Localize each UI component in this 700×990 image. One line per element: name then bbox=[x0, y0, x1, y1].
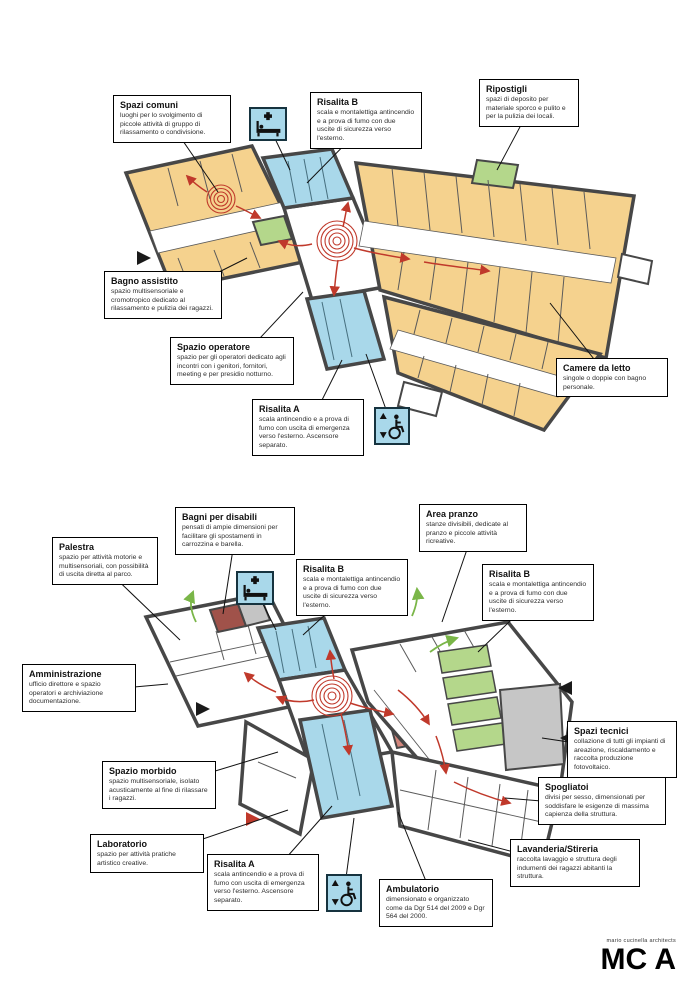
studio-name: mario cucinella architects bbox=[606, 938, 676, 944]
callout-title-risalita-a-lower: Risalita A bbox=[214, 859, 255, 869]
callout-spazio-operatore: Spazio operatore spazio per gli operator… bbox=[170, 337, 294, 386]
callout-title-bagni-per-disabili: Bagni per disabili bbox=[182, 512, 258, 522]
entry-marker-upper bbox=[137, 251, 151, 265]
bed-glyph bbox=[243, 575, 268, 600]
callout-body-risalita-b-lower-center: scala e montalettiga antincendio e a pro… bbox=[303, 576, 401, 610]
callout-title-ripostigli: Ripostigli bbox=[486, 84, 527, 94]
callout-body-spazi-comuni: luoghi per lo svolgimento di piccole att… bbox=[120, 112, 206, 137]
upper-floor-plan bbox=[123, 144, 654, 433]
callout-body-ambulatorio: dimensionato e organizzato come da Dgr 5… bbox=[386, 896, 485, 921]
callout-title-amministrazione: Amministrazione bbox=[29, 669, 102, 679]
callout-area-pranzo: Area pranzo stanze divisibili, dedicate … bbox=[419, 504, 527, 553]
callout-body-ripostigli: spazi di deposito per materiale sporco e… bbox=[486, 96, 566, 121]
escape-arrows-upper bbox=[185, 174, 491, 297]
exit-arrows-lower bbox=[183, 586, 460, 653]
callout-spazio-morbido: Spazio morbido spazio multisensoriale, i… bbox=[102, 761, 216, 810]
callout-title-risalita-b-upper: Risalita B bbox=[317, 97, 359, 107]
callout-ambulatorio: Ambulatorio dimensionato e organizzato c… bbox=[379, 879, 493, 928]
callout-title-spazio-morbido: Spazio morbido bbox=[109, 766, 177, 776]
callout-title-risalita-b-lower-center: Risalita B bbox=[303, 564, 345, 574]
callout-body-lavanderia-stireria: raccolta lavaggio e struttura degli indu… bbox=[517, 856, 617, 881]
callout-body-risalita-a-lower: scala antincendio e a prova di fumo con … bbox=[214, 871, 305, 905]
callout-bagni-per-disabili: Bagni per disabili pensati di ampie dime… bbox=[175, 507, 295, 556]
callout-title-ambulatorio: Ambulatorio bbox=[386, 884, 439, 894]
callout-camere-da-letto: Camere da letto singole o doppie con bag… bbox=[556, 358, 668, 398]
wheelchair-lift-icon-lower bbox=[326, 874, 362, 912]
callout-ripostigli: Ripostigli spazi di deposito per materia… bbox=[479, 79, 579, 128]
callout-title-laboratorio: Laboratorio bbox=[97, 839, 148, 849]
callout-body-spazio-operatore: spazio per gli operatori dedicato agli i… bbox=[177, 354, 286, 379]
entry-marker-lower-red bbox=[246, 812, 260, 826]
fire-spiral-lower bbox=[311, 675, 353, 717]
callout-title-lavanderia-stireria: Lavanderia/Stireria bbox=[517, 844, 599, 854]
fire-spiral-upper-left bbox=[206, 184, 236, 214]
callout-risalita-b-lower-right: Risalita B scala e montalettiga antincen… bbox=[482, 564, 594, 621]
callout-title-bagno-assistito: Bagno assistito bbox=[111, 276, 179, 286]
callout-body-bagni-per-disabili: pensati di ampie dimensioni per facilita… bbox=[182, 524, 278, 549]
callout-body-palestra: spazio per attività motorie e multisenso… bbox=[59, 554, 149, 579]
wheelchair-lift-icon-upper bbox=[374, 407, 410, 445]
callout-body-spogliatoi: divisi per sesso, dimensionati per soddi… bbox=[545, 794, 649, 819]
callout-risalita-b-lower-center: Risalita B scala e montalettiga antincen… bbox=[296, 559, 408, 616]
callout-title-spazi-tecnici: Spazi tecnici bbox=[574, 726, 629, 736]
bed-glyph bbox=[256, 111, 281, 136]
footer: mario cucinella architects MC A bbox=[600, 938, 676, 976]
callout-spogliatoi: Spogliatoi divisi per sesso, dimensionat… bbox=[538, 777, 666, 826]
callout-amministrazione: Amministrazione ufficio direttore e spaz… bbox=[22, 664, 136, 713]
callout-laboratorio: Laboratorio spazio per attività pratiche… bbox=[90, 834, 204, 874]
escape-arrows-lower bbox=[243, 649, 512, 806]
callout-body-laboratorio: spazio per attività pratiche artistico c… bbox=[97, 851, 176, 867]
bed-lift-icon-upper bbox=[249, 107, 287, 141]
callout-body-spazi-tecnici: collazione di tutti gli impianti di area… bbox=[574, 738, 666, 772]
callout-body-risalita-b-lower-right: scala e montalettiga antincendio e a pro… bbox=[489, 581, 587, 615]
callout-title-spazio-operatore: Spazio operatore bbox=[177, 342, 251, 352]
callout-title-area-pranzo: Area pranzo bbox=[426, 509, 479, 519]
callout-spazi-comuni: Spazi comuni luoghi per lo svolgimento d… bbox=[113, 95, 231, 144]
callout-risalita-a-upper: Risalita A scala antincendio e a prova d… bbox=[252, 399, 364, 456]
fire-spiral-upper-center bbox=[316, 220, 358, 262]
callout-title-palestra: Palestra bbox=[59, 542, 95, 552]
callout-title-risalita-b-lower-right: Risalita B bbox=[489, 569, 531, 579]
entry-marker-lower-left bbox=[196, 702, 210, 716]
callout-title-risalita-a-upper: Risalita A bbox=[259, 404, 300, 414]
callout-body-area-pranzo: stanze divisibili, dedicate al pranzo e … bbox=[426, 521, 508, 546]
callout-bagno-assistito: Bagno assistito spazio multisensoriale e… bbox=[104, 271, 222, 320]
callout-palestra: Palestra spazio per attività motorie e m… bbox=[52, 537, 158, 586]
wheelchair-glyph bbox=[331, 879, 357, 907]
callout-title-camere-da-letto: Camere da letto bbox=[563, 363, 631, 373]
callout-body-risalita-b-upper: scala e montalettiga antincendio e a pro… bbox=[317, 109, 415, 143]
callout-body-amministrazione: ufficio direttore e spazio operatori e a… bbox=[29, 681, 104, 706]
callout-body-bagno-assistito: spazio multisensoriale e cromotropico de… bbox=[111, 288, 214, 313]
studio-logo: MC A bbox=[600, 943, 676, 976]
wheelchair-glyph bbox=[379, 412, 405, 440]
callout-lavanderia-stireria: Lavanderia/Stireria raccolta lavaggio e … bbox=[510, 839, 640, 888]
callout-spazi-tecnici: Spazi tecnici collazione di tutti gli im… bbox=[567, 721, 677, 778]
callout-title-spogliatoi: Spogliatoi bbox=[545, 782, 589, 792]
callout-body-risalita-a-upper: scala antincendio e a prova di fumo con … bbox=[259, 416, 350, 450]
bed-lift-icon-lower bbox=[236, 571, 274, 605]
callout-risalita-b-upper: Risalita B scala e montalettiga antincen… bbox=[310, 92, 422, 149]
callout-title-spazi-comuni: Spazi comuni bbox=[120, 100, 179, 110]
entry-marker-lower-right-1 bbox=[558, 681, 572, 695]
callout-body-spazio-morbido: spazio multisensoriale, isolato acustica… bbox=[109, 778, 208, 803]
lower-floor-plan bbox=[143, 586, 574, 867]
callout-risalita-a-lower: Risalita A scala antincendio e a prova d… bbox=[207, 854, 319, 911]
callout-body-camere-da-letto: singole o doppie con bagno personale. bbox=[563, 375, 647, 391]
